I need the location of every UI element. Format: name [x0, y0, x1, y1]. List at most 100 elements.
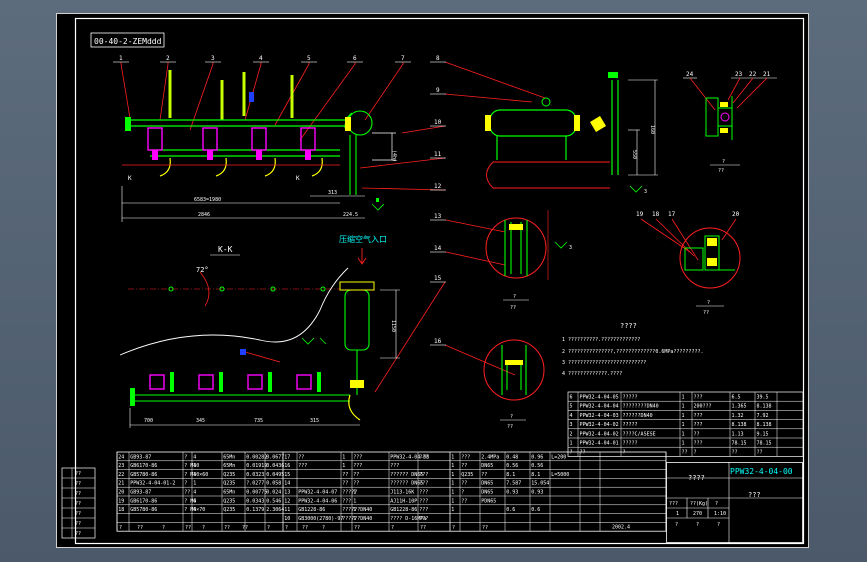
dim-1150: 1150	[390, 320, 396, 332]
bom-mid-cell: 15	[284, 472, 290, 478]
leader-4: 4	[259, 55, 263, 62]
bom-far-cell: 2.4MPa	[481, 454, 499, 460]
bom-left-cell: 0.024	[266, 490, 281, 496]
drawing-number: PPW32-4-04-00	[730, 467, 793, 476]
bom-mid-cell: ?????	[342, 490, 357, 496]
bom-far-cell: 0.48	[506, 454, 518, 460]
bom-mid-cell: AJ11H-10P	[390, 498, 417, 504]
bom-header: ?	[391, 525, 394, 531]
leader-24: 24	[686, 71, 694, 78]
bom-mid-cell: 1	[353, 498, 356, 504]
parts-cell: 200???	[694, 404, 712, 410]
dim-224: 224.5	[343, 212, 358, 218]
bom-far-cell: L=200	[551, 454, 566, 460]
tb-cell-3: ?	[717, 522, 720, 528]
section-title: K-K	[218, 245, 233, 254]
dim-overall: 2846	[198, 212, 210, 218]
margin-cell: ??	[75, 531, 81, 537]
margin-table: ??????????????	[61, 467, 96, 539]
bom-left-cell: 18	[118, 507, 124, 513]
tb-cell-1: ?	[675, 522, 678, 528]
bom-far-cell: 8.1	[531, 472, 540, 478]
bom-left-cell: ?	[184, 454, 187, 460]
bom-far-cell: 7.587	[506, 481, 521, 487]
bom-far-cell: 1	[451, 454, 454, 460]
section-k-k: K-K 72°	[128, 245, 340, 307]
bom-mid-cell: ???	[419, 516, 428, 522]
parts-cell: 78.15	[757, 441, 772, 447]
bom-far-cell: 1	[451, 507, 454, 513]
weight-value: 270	[693, 511, 702, 517]
dim-tank-height: 160	[649, 125, 655, 134]
bom-far-cell: L=5000	[551, 472, 569, 478]
bom-left-cell: PPW32-4-04-01-2	[130, 481, 175, 487]
parts-cell: ?????	[623, 441, 638, 447]
bom-far-cell: 8.1	[506, 472, 515, 478]
inner-border	[74, 17, 805, 545]
parts-cell: 1	[570, 441, 573, 447]
parts-cell: 7.92	[757, 413, 769, 419]
bom-far-cell: DN65	[481, 463, 493, 469]
leader-7: 7	[401, 55, 405, 62]
bom-far-cell: Q235	[461, 472, 473, 478]
bom-far-cell: ??	[481, 472, 487, 478]
parts-cell: ????????DN40	[623, 404, 659, 410]
leader-21: 21	[763, 71, 771, 78]
parts-header: ?	[623, 450, 626, 456]
bom-mid-cell: PPW32-4-04-06	[298, 498, 337, 504]
bom-left-cell: 4	[193, 490, 196, 496]
dim-315: 315	[310, 418, 319, 424]
parts-cell: ???	[694, 395, 703, 401]
dim-tank-lower: 550	[631, 150, 637, 159]
bom-mid-cell: 1	[353, 507, 356, 513]
margin-cell: ??	[75, 481, 81, 487]
bom-mid-cell: 11	[284, 507, 290, 513]
parts-cell: 1	[682, 413, 685, 419]
bom-left-cell: 21	[118, 481, 124, 487]
bom-mid-cell: ???	[419, 481, 428, 487]
bom-far-cell: 0.56	[531, 463, 543, 469]
note-2: 2 ???????????????,?????????????0.6MPa???…	[562, 349, 703, 355]
notes-title: ????	[620, 322, 637, 330]
bom-mid-cell: ??????DN40	[342, 516, 372, 522]
parts-cell: 1	[682, 422, 685, 428]
bom-header: ??	[137, 525, 143, 531]
bom-far-cell: DN65	[481, 481, 493, 487]
bom-mid-cell: ???	[353, 454, 362, 460]
bom-mid-cell: ??	[342, 472, 348, 478]
bom-left-cell: 4	[193, 463, 196, 469]
detail-view-16: ? ??	[483, 339, 545, 430]
parts-cell: PPW32-4-04-03	[580, 413, 619, 419]
bom-left-cell: 24	[118, 454, 124, 460]
sub-title: ???	[748, 491, 761, 499]
bom-left-cell: GB93-87	[130, 490, 151, 496]
angle-3: 3	[644, 189, 647, 195]
parts-cell: 3	[570, 422, 573, 428]
bom-mid-cell: ??	[342, 481, 348, 487]
bom-far-cell: 1	[451, 472, 454, 478]
parts-cell: 5	[570, 404, 573, 410]
bom-header: ??	[224, 525, 230, 531]
bom-mid-cell: GB1228-86	[390, 507, 417, 513]
bom-left-cell: 0.0343	[246, 498, 264, 504]
ratio-label: ?	[715, 501, 718, 507]
bom-mid-cell: 16	[284, 463, 290, 469]
air-inlet-label: 压缩空气入口	[339, 234, 387, 244]
cut-mark-right: K	[296, 175, 300, 182]
parts-cell: 6.5	[732, 395, 741, 401]
bom-mid-cell: 1	[342, 463, 345, 469]
margin-cell: ??	[75, 521, 81, 527]
bom-mid-cell: PPW32-4-04-07	[298, 490, 337, 496]
leader-20: 20	[732, 211, 740, 218]
note-3: 3 ??????????????????????????	[562, 360, 646, 366]
bom-far-cell: ??	[461, 463, 467, 469]
parts-cell: 39.5	[757, 395, 769, 401]
detail-caption-2: ??	[718, 168, 724, 174]
bom-far-cell: 0.6	[531, 507, 540, 513]
bom-left-cell: 65Mn	[223, 454, 235, 460]
scale-value: 1:10	[714, 511, 726, 517]
bom-left-cell: ? M6	[184, 498, 196, 504]
